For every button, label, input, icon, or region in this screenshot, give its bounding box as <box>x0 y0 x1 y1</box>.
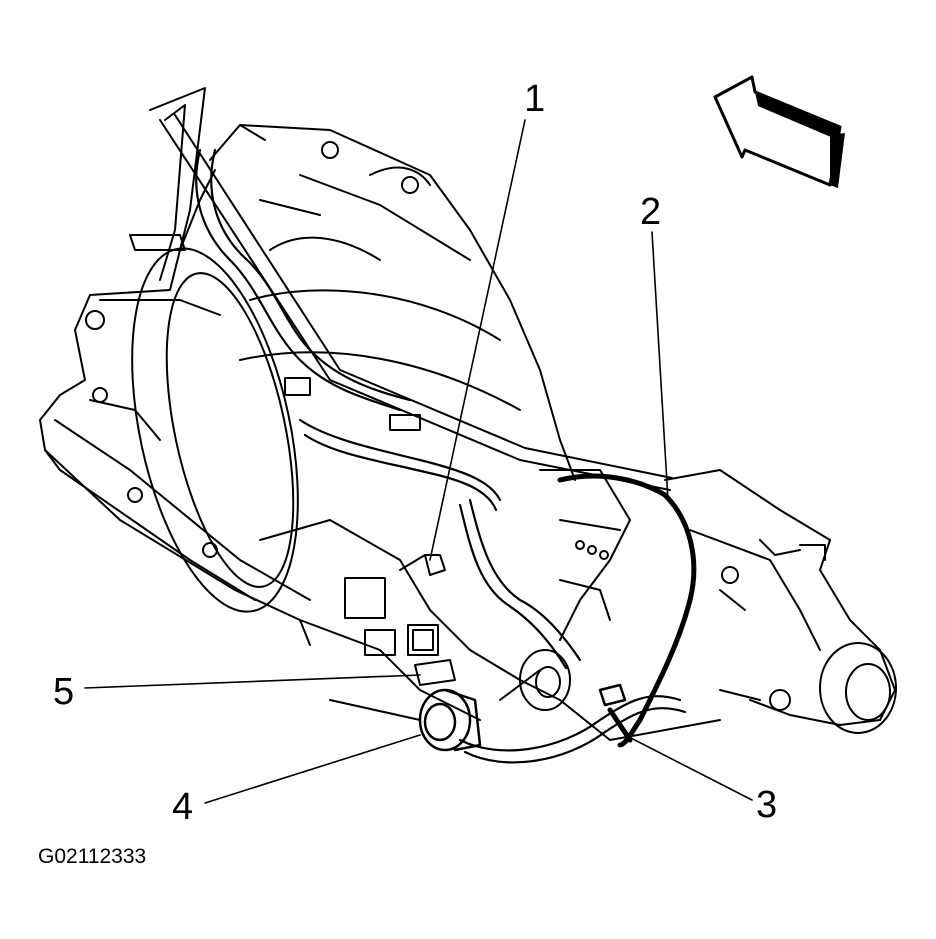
transmission-case <box>131 124 576 613</box>
leader-lines <box>84 119 753 804</box>
front-direction-arrow-icon <box>713 75 845 188</box>
callout-1: 1 <box>524 78 546 120</box>
cooler-lines <box>129 114 673 491</box>
leader-line-4 <box>204 734 421 804</box>
leader-line-3 <box>624 734 753 801</box>
callout-5: 5 <box>53 671 75 713</box>
wiring-harness-left <box>195 148 582 670</box>
leader-line-5 <box>84 674 421 689</box>
leader-line-1 <box>429 119 526 561</box>
extension-housing <box>664 469 897 734</box>
wiring-harness-lower <box>458 695 687 764</box>
oil-pan <box>259 519 721 741</box>
callout-3: 3 <box>756 784 778 826</box>
figure-id: G02112333 <box>38 845 147 868</box>
connector-4 <box>418 688 482 752</box>
callout-2: 2 <box>640 191 662 233</box>
connector-1 <box>399 554 446 576</box>
connector-5 <box>414 659 456 686</box>
callout-4: 4 <box>172 786 194 828</box>
valve-area <box>499 469 631 711</box>
connector-3 <box>598 683 627 707</box>
leader-line-2 <box>651 231 669 501</box>
solenoid-connector <box>407 624 439 656</box>
